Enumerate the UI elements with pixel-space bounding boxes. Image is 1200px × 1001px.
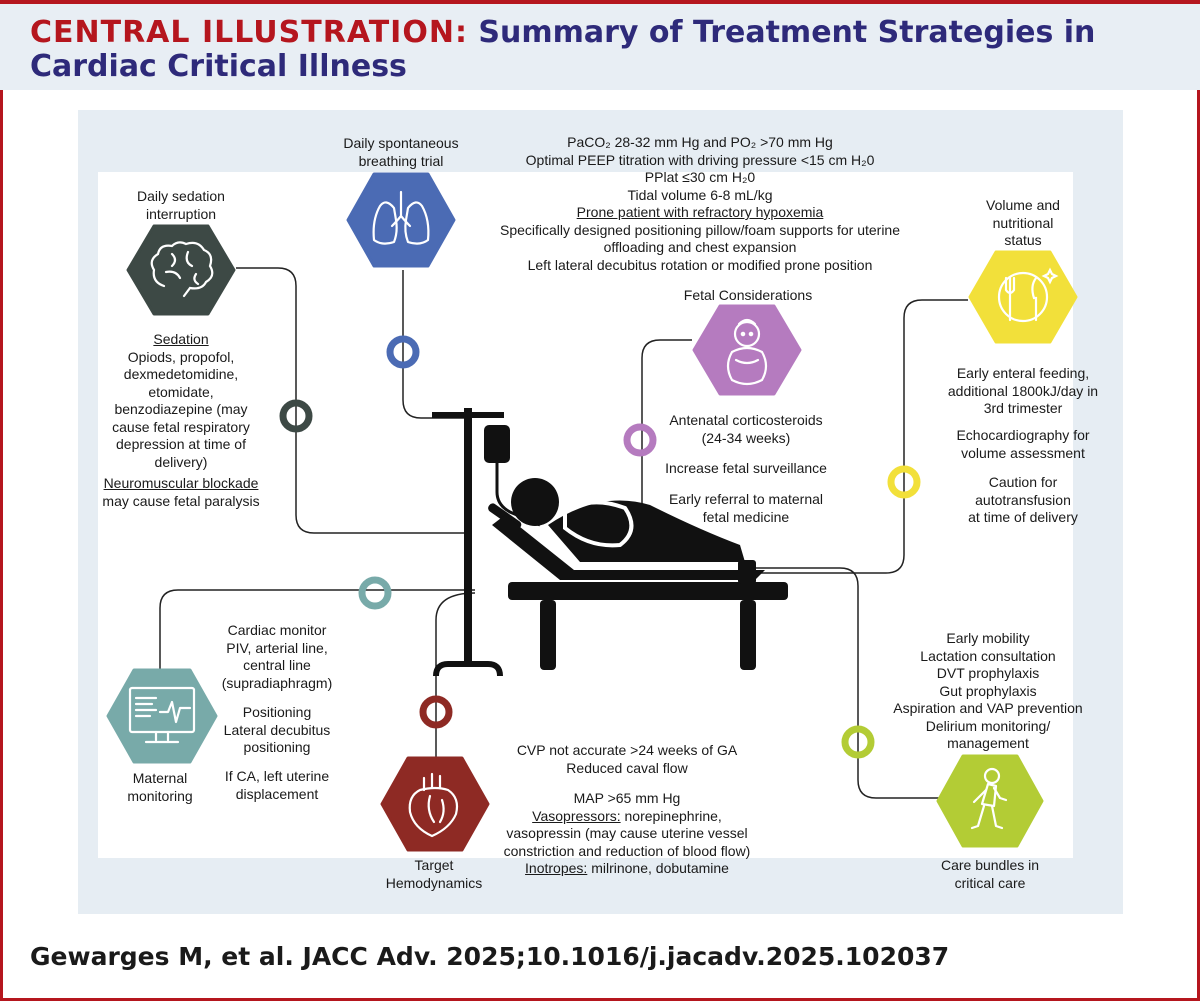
patient-arm — [563, 500, 634, 548]
bed-leg-right — [740, 600, 756, 670]
ventilation-targets: PaCO₂ 28-32 mm Hg and PO₂ >70 mm Hg Opti… — [480, 134, 920, 274]
title-label: CENTRAL ILLUSTRATION: — [30, 15, 468, 50]
ring-care — [841, 725, 875, 759]
monitoring-devices: Cardiac monitor PIV, arterial line, cent… — [221, 622, 333, 691]
baby-icon — [692, 304, 802, 396]
patient-head — [511, 478, 559, 526]
nutrition-title: Volume and nutritional status — [986, 197, 1060, 248]
breathing-title: Daily spontaneous breathing trial — [343, 135, 459, 169]
vasopressors-heading: Vasopressors: — [532, 807, 621, 824]
bed-leg-left — [540, 600, 556, 670]
blockade-heading: Neuromuscular blockade — [103, 475, 259, 491]
walking-person-icon — [936, 754, 1044, 848]
figure-title: CENTRAL ILLUSTRATION: Summary of Treatme… — [30, 16, 1180, 84]
title-text: Summary of Treatment Strategies in Cardi… — [30, 15, 1096, 84]
monitoring-label: Maternal monitoring — [127, 770, 193, 804]
patient-body — [548, 500, 745, 562]
heart-icon — [380, 756, 490, 852]
fetal-title: Fetal Considerations — [683, 287, 813, 303]
iv-line — [495, 463, 541, 527]
inotropes-heading: Inotropes: — [525, 860, 588, 876]
hemodynamics-cvp: CVP not accurate >24 weeks of GA Reduced… — [516, 742, 738, 776]
meal-plate-icon — [968, 250, 1078, 344]
ring-sedation — [279, 399, 313, 433]
monitoring-positioning: Positioning Lateral decubitus positionin… — [223, 704, 331, 755]
bed-footboard — [738, 560, 756, 584]
monitoring-ca-note: If CA, left uterine displacement — [224, 768, 330, 802]
sedation-details: Sedation Opiods, propofol, dexmedetomidi… — [98, 331, 264, 471]
connector-lines — [159, 267, 968, 799]
brain-icon — [126, 224, 236, 316]
prone-heading: Prone patient with refractory hypoxemia — [576, 204, 824, 220]
patient-bed-illustration — [432, 408, 788, 677]
care-label: Care bundles in critical care — [940, 857, 1040, 891]
care-bundle-list: Early mobility Lactation consultation DV… — [893, 630, 1083, 751]
nutrition-caution: Caution for autotransfusion at time of d… — [968, 474, 1078, 525]
ring-fetal — [623, 423, 657, 457]
ring-monitoring — [358, 576, 392, 610]
citation: Gewarges M, et al. JACC Adv. 2025;10.101… — [30, 942, 950, 971]
neuromuscular-blockade-note: Neuromuscular blockade may cause fetal p… — [94, 475, 268, 510]
fetal-steroids: Antenatal corticosteroids (24-34 weeks) — [669, 412, 823, 446]
nutrition-feeding: Early enteral feeding, additional 1800kJ… — [947, 365, 1099, 416]
hemodynamics-drugs: MAP >65 mm Hg Vasopressors: norepinephri… — [503, 790, 751, 876]
header-bar: CENTRAL ILLUSTRATION: Summary of Treatme… — [0, 4, 1200, 90]
top-border — [0, 0, 1200, 4]
bed-frame — [508, 582, 788, 600]
iv-pole — [464, 408, 472, 666]
monitor-icon — [106, 668, 218, 764]
fetal-surveillance: Increase fetal surveillance — [665, 460, 827, 476]
nutrition-echo: Echocardiography for volume assessment — [956, 427, 1090, 461]
hemodynamics-label: Target Hemodynamics — [385, 857, 483, 891]
iv-bag — [484, 425, 510, 463]
iv-base — [433, 661, 503, 677]
ring-breathing — [386, 335, 420, 369]
ring-nutrition — [887, 465, 921, 499]
sedation-heading: Sedation — [153, 331, 209, 347]
fetal-referral: Early referral to maternal fetal medicin… — [668, 491, 824, 525]
lungs-icon — [346, 172, 456, 268]
ring-hemodynamics — [419, 695, 453, 729]
bed-mattress — [492, 515, 765, 580]
sedation-title: Daily sedation interruption — [137, 188, 225, 222]
iv-hook-bar — [432, 412, 504, 418]
connector-rings — [279, 335, 921, 759]
